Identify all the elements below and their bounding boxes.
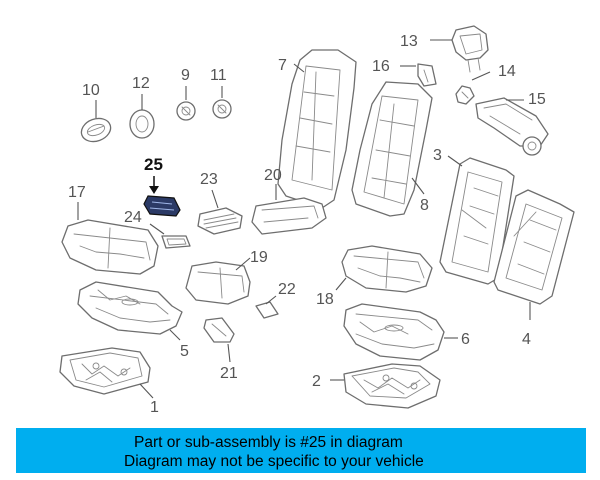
part-3-seat-back[interactable] bbox=[439, 157, 515, 285]
callout-18[interactable]: 18 bbox=[316, 291, 334, 308]
leader-23 bbox=[211, 189, 219, 209]
callout-20[interactable]: 20 bbox=[264, 167, 282, 184]
part-4-seat-back[interactable] bbox=[493, 189, 575, 305]
callout-1[interactable]: 1 bbox=[150, 399, 159, 416]
part-10-switch-trim[interactable] bbox=[78, 115, 114, 146]
callout-25[interactable]: 25 bbox=[144, 155, 163, 174]
callout-5[interactable]: 5 bbox=[180, 343, 189, 360]
callout-9[interactable]: 9 bbox=[181, 67, 190, 84]
part-7-back-cover[interactable] bbox=[277, 49, 357, 209]
part-20-bolster[interactable] bbox=[251, 197, 327, 235]
callout-23[interactable]: 23 bbox=[200, 171, 218, 188]
part-23-switch-housing[interactable] bbox=[197, 207, 243, 235]
callout-2[interactable]: 2 bbox=[312, 373, 321, 390]
callout-22[interactable]: 22 bbox=[278, 281, 296, 298]
leader-14 bbox=[471, 71, 491, 81]
leader-1 bbox=[139, 383, 154, 399]
leader-5 bbox=[169, 329, 181, 341]
callout-15[interactable]: 15 bbox=[528, 91, 546, 108]
callout-11[interactable]: 11 bbox=[210, 67, 227, 84]
callout-24[interactable]: 24 bbox=[124, 209, 142, 226]
part-5-cushion-pad[interactable] bbox=[77, 281, 183, 335]
part-15-lumbar-unit[interactable] bbox=[475, 97, 549, 156]
leader-19 bbox=[235, 257, 251, 271]
leader-3 bbox=[447, 155, 463, 167]
callout-7[interactable]: 7 bbox=[278, 57, 287, 74]
part-17-cushion-cover[interactable] bbox=[61, 219, 159, 275]
callout-13[interactable]: 13 bbox=[400, 33, 418, 50]
callout-8[interactable]: 8 bbox=[420, 197, 429, 214]
part-9-knob[interactable] bbox=[176, 101, 196, 121]
part-2-cushion-frame[interactable] bbox=[343, 363, 441, 409]
part-18-cushion-cover[interactable] bbox=[341, 245, 433, 293]
part-12-cap[interactable] bbox=[129, 109, 155, 139]
leader-21 bbox=[227, 343, 231, 363]
part-16-clip[interactable] bbox=[417, 63, 437, 87]
leader-22 bbox=[265, 295, 277, 305]
part-25-highlighted-module[interactable] bbox=[143, 195, 181, 217]
leader-7 bbox=[293, 63, 305, 73]
part-6-cushion-pad[interactable] bbox=[343, 303, 445, 361]
banner-line-1: Part or sub-assembly is #25 in diagram bbox=[134, 434, 403, 451]
arrow-25 bbox=[149, 176, 159, 194]
callout-10[interactable]: 10 bbox=[82, 82, 100, 99]
callout-21[interactable]: 21 bbox=[220, 365, 238, 382]
part-22-pad[interactable] bbox=[255, 301, 279, 319]
leader-24 bbox=[149, 223, 165, 235]
callout-12[interactable]: 12 bbox=[132, 75, 150, 92]
callout-19[interactable]: 19 bbox=[250, 249, 268, 266]
callout-17[interactable]: 17 bbox=[68, 184, 86, 201]
callout-14[interactable]: 14 bbox=[498, 63, 516, 80]
leader-18 bbox=[335, 277, 347, 291]
part-24-gasket[interactable] bbox=[161, 235, 191, 249]
callout-4[interactable]: 4 bbox=[522, 331, 531, 348]
banner-line-2: Diagram may not be specific to your vehi… bbox=[124, 453, 424, 470]
leader-8 bbox=[411, 177, 425, 195]
info-banner: Part or sub-assembly is #25 in diagram D… bbox=[16, 428, 586, 473]
part-14-guide[interactable] bbox=[455, 85, 475, 105]
callout-3[interactable]: 3 bbox=[433, 147, 442, 164]
part-11-knob[interactable] bbox=[212, 99, 232, 119]
callout-16[interactable]: 16 bbox=[372, 58, 390, 75]
part-8-back-cover[interactable] bbox=[351, 81, 433, 217]
seat-parts-diagram: 1 2 3 4 5 bbox=[59, 25, 575, 416]
part-21-bracket[interactable] bbox=[203, 317, 235, 343]
callout-6[interactable]: 6 bbox=[461, 331, 470, 348]
part-1-cushion-frame[interactable] bbox=[59, 347, 151, 395]
part-13-headrest[interactable] bbox=[451, 25, 489, 73]
part-19-side-pad[interactable] bbox=[185, 261, 251, 305]
